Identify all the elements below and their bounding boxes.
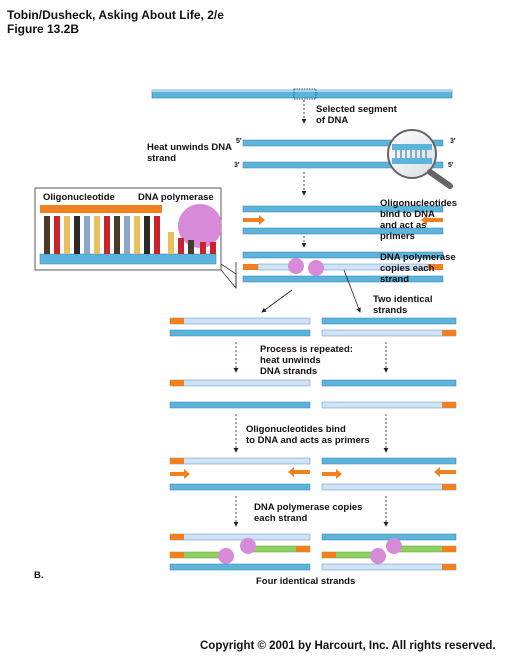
inset-polymerase-label: DNA polymerase bbox=[138, 192, 214, 203]
process-repeated-label: Process is repeated:heat unwinds DNA str… bbox=[260, 344, 353, 377]
split-arrow-left bbox=[261, 289, 293, 313]
unwound-four-strands bbox=[169, 379, 457, 409]
primers-bind bbox=[242, 205, 444, 235]
four-identical-strands bbox=[169, 533, 457, 571]
copyright-notice: Copyright © 2001 by Harcourt, Inc. All r… bbox=[200, 640, 496, 652]
five-prime-label: 5' bbox=[448, 162, 454, 169]
unwound-strands bbox=[242, 129, 453, 189]
inset-oligonucleotide-label: Oligonucleotide bbox=[43, 192, 115, 203]
five-prime-label: 5' bbox=[236, 138, 242, 145]
three-prime-label: 3' bbox=[234, 162, 240, 169]
two-identical-strands bbox=[169, 317, 457, 337]
figure-number: Figure 13.2B bbox=[7, 22, 80, 36]
panel-letter: B. bbox=[34, 570, 44, 581]
book-title: Tobin/Dusheck, Asking About Life, 2/e bbox=[7, 8, 224, 22]
three-prime-label: 3' bbox=[450, 138, 456, 145]
split-arrow-right bbox=[343, 269, 361, 313]
original-dna bbox=[151, 88, 453, 100]
polymerase-inset bbox=[34, 187, 237, 290]
four-identical-label: Four identical strands bbox=[256, 576, 356, 587]
polymerase-copying bbox=[242, 251, 444, 283]
primers-bind-repeat bbox=[169, 457, 457, 491]
